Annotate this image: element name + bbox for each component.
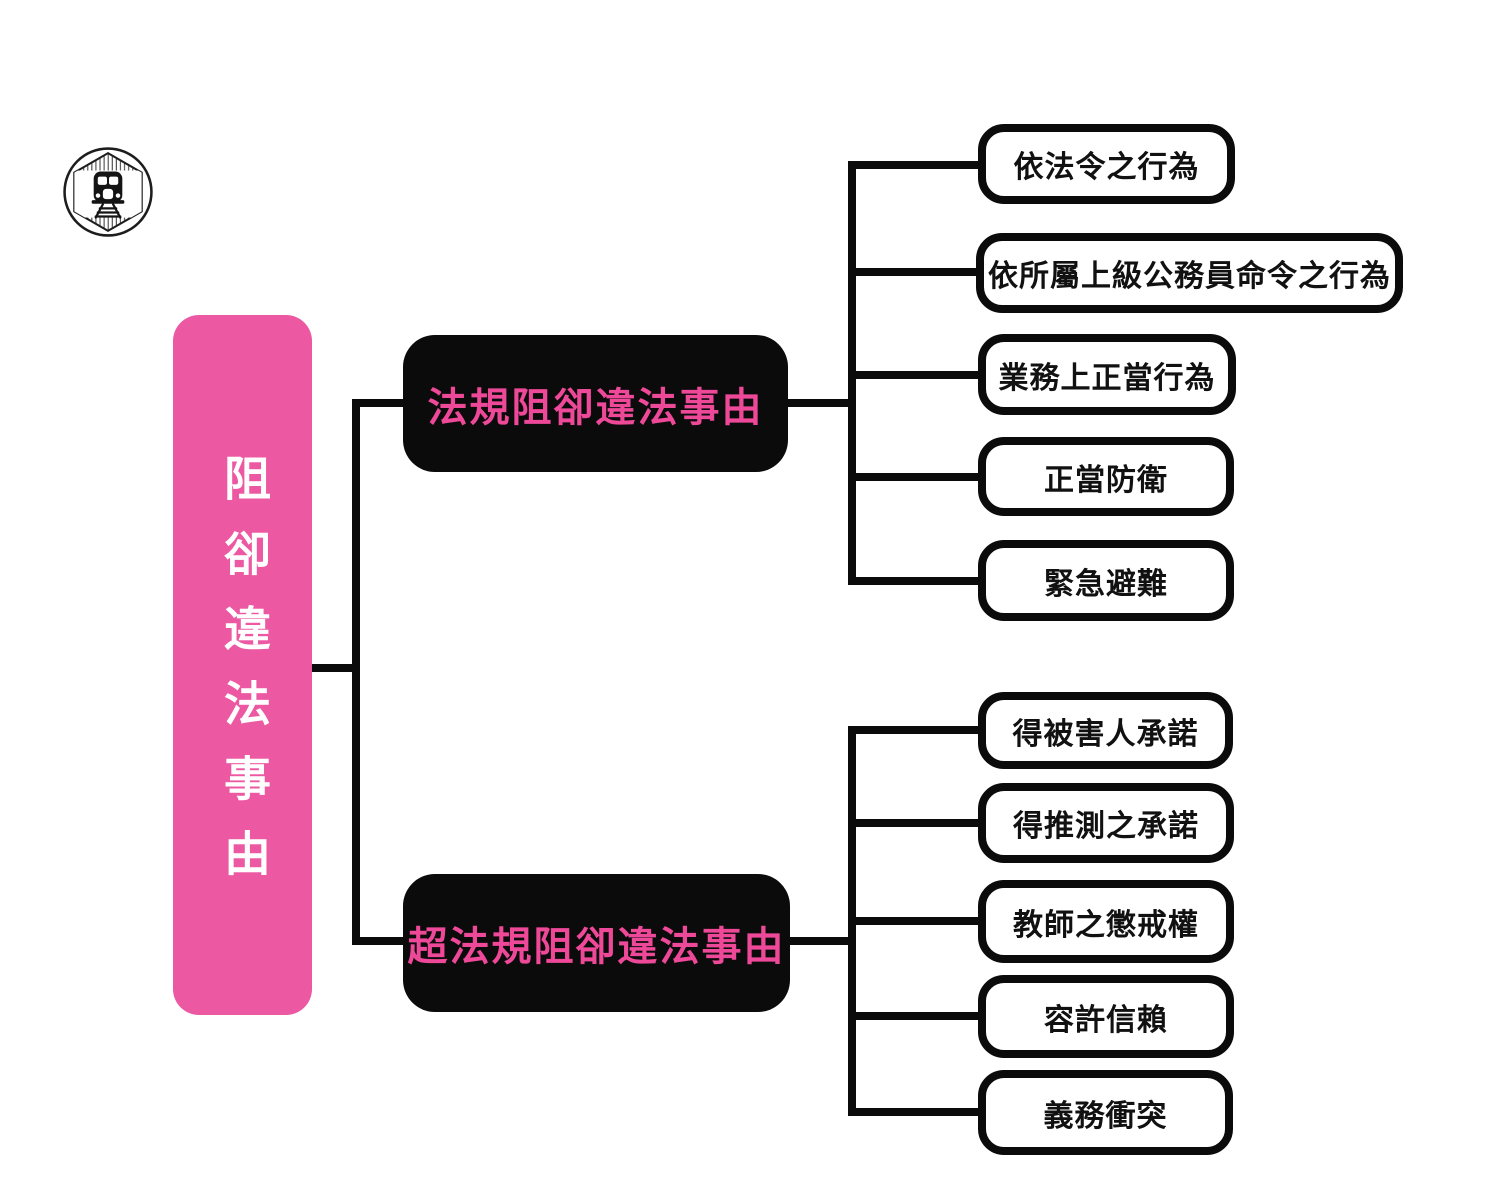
connector-left-trunk (352, 399, 360, 945)
leaf-node-permissible-trust: 容許信賴 (978, 975, 1234, 1058)
leaf-node-victim-consent: 得被害人承諾 (978, 692, 1233, 769)
connector-bottom-stub-4 (848, 1012, 982, 1020)
train-icon (63, 147, 153, 237)
connector-bottom-stub-3 (848, 917, 982, 925)
leaf-node-necessity: 緊急避難 (978, 540, 1234, 621)
connector-top-stub-5 (848, 577, 982, 585)
leaf-node-conflict-of-duties: 義務衝突 (978, 1070, 1233, 1155)
root-node: 阻卻違法事由 (173, 315, 312, 1015)
leaf-label: 義務衝突 (1043, 1098, 1168, 1134)
leaf-node-teacher-discipline: 教師之懲戒權 (978, 880, 1234, 963)
connector-top-stub-4 (848, 473, 982, 481)
leaf-label: 業務上正當行為 (998, 360, 1216, 396)
root-label: 阻卻違法事由 (215, 454, 270, 904)
connector-branch2-out (786, 937, 856, 945)
connector-branch1-in (352, 399, 408, 407)
connector-top-stub-1 (848, 161, 982, 169)
leaf-label: 教師之懲戒權 (1013, 907, 1199, 943)
branch-node-statutory: 法規阻卻違法事由 (403, 335, 788, 472)
connector-bottom-stub-1 (848, 726, 982, 734)
branch-label: 法規阻卻違法事由 (427, 384, 764, 431)
connector-branch2-in (352, 937, 408, 945)
branch-node-extra-statutory: 超法規阻卻違法事由 (403, 874, 790, 1012)
leaf-label: 容許信賴 (1044, 1002, 1168, 1038)
leaf-node-superior-order: 依所屬上級公務員命令之行為 (976, 233, 1403, 313)
leaf-node-presumed-consent: 得推測之承諾 (978, 783, 1234, 863)
connector-bottom-stub-2 (848, 819, 982, 827)
leaf-label: 正當防衛 (1044, 462, 1168, 498)
brand-logo (62, 146, 154, 238)
connector-root-stub (310, 664, 358, 672)
branch-label: 超法規阻卻違法事由 (407, 924, 786, 970)
leaf-label: 依所屬上級公務員命令之行為 (988, 259, 1391, 294)
leaf-label: 得被害人承諾 (1012, 716, 1199, 752)
leaf-node-act-by-law: 依法令之行為 (978, 124, 1235, 204)
leaf-label: 緊急避難 (1044, 566, 1168, 602)
leaf-node-self-defense: 正當防衛 (978, 437, 1234, 516)
leaf-node-legitimate-business: 業務上正當行為 (978, 334, 1236, 415)
connector-branch1-out (784, 399, 856, 407)
connector-bottom-stub-5 (848, 1108, 982, 1116)
connector-top-stub-3 (848, 371, 982, 379)
leaf-label: 依法令之行為 (1013, 150, 1200, 185)
connector-top-stub-2 (848, 268, 982, 276)
leaf-label: 得推測之承諾 (1013, 809, 1199, 844)
